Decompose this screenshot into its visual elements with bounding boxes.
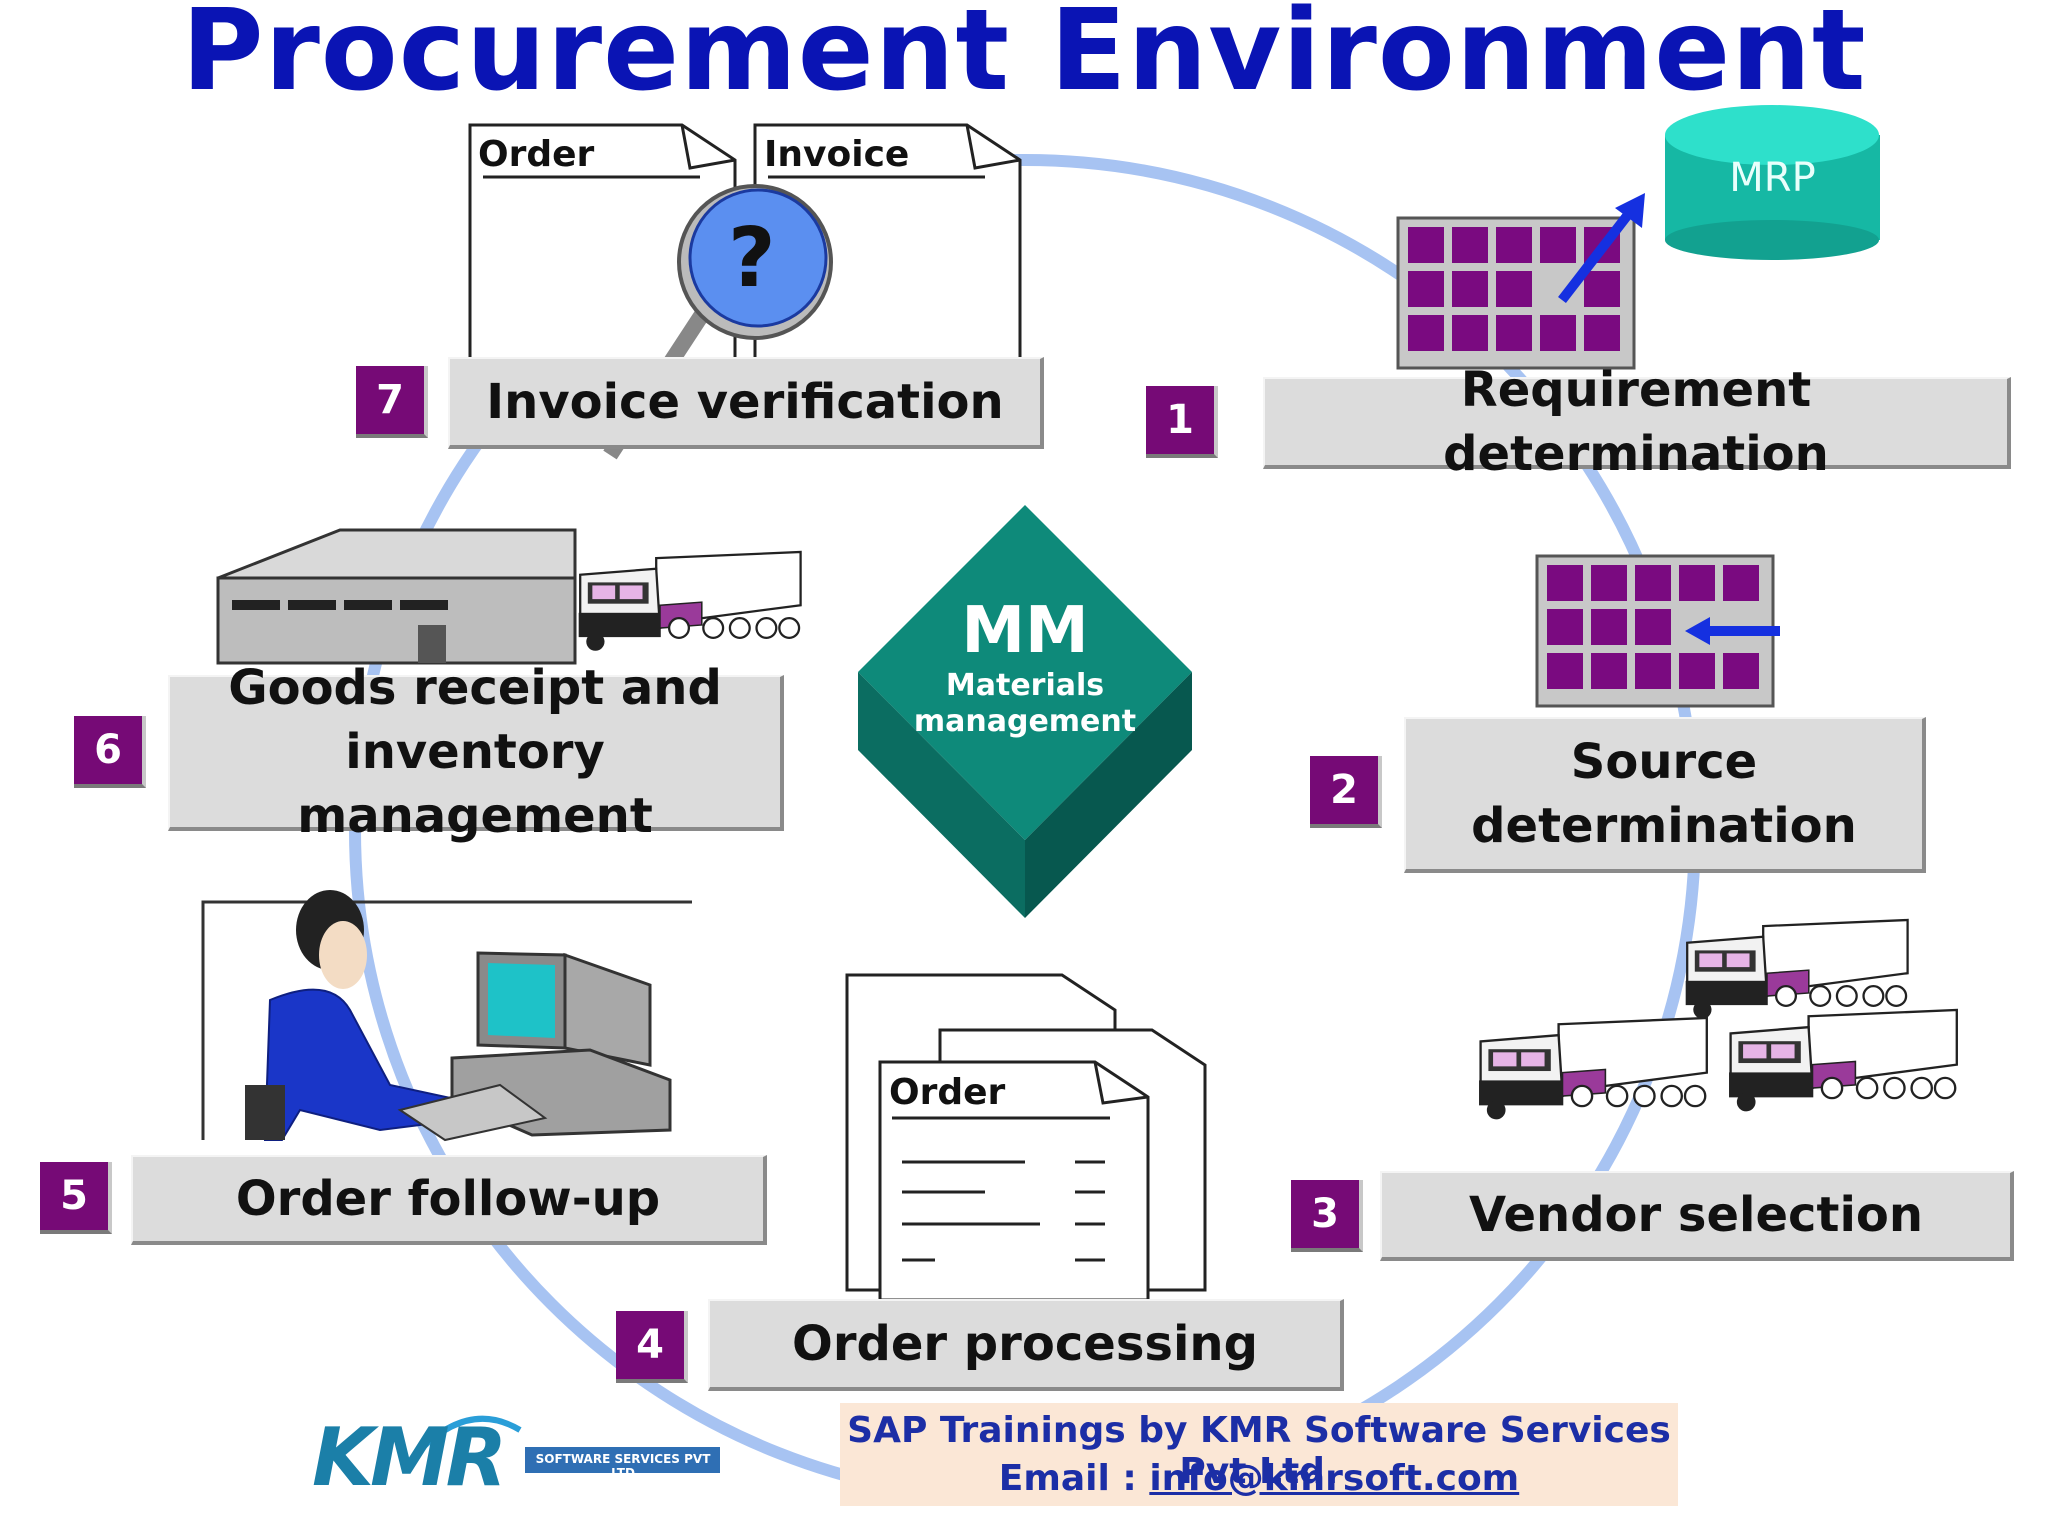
mm-abbreviation: MM <box>961 594 1089 668</box>
kmr-logo-subtext: SOFTWARE SERVICES PVT LTD <box>535 1452 711 1480</box>
mm-line2: management <box>913 704 1137 739</box>
source-grid-cells <box>1545 563 1761 691</box>
step-number-5: 5 <box>40 1162 112 1234</box>
step-box-order-processing: Order processing <box>708 1299 1344 1391</box>
warehouse-icon <box>216 528 577 665</box>
invoice-document-label: Invoice <box>764 134 910 175</box>
grid-cell <box>1406 225 1446 265</box>
grid-cell <box>1450 269 1490 309</box>
order-processing-documents-icon <box>845 973 1207 1302</box>
grid-cell <box>1545 563 1585 603</box>
grid-cell <box>1494 269 1534 309</box>
step-box-vendor-selection: Vendor selection <box>1380 1171 2014 1261</box>
truck-icon-vendor-2 <box>1479 1016 1708 1120</box>
grid-cell <box>1494 225 1534 265</box>
grid-cell <box>1450 225 1490 265</box>
truck-icon-vendor-3 <box>1729 1008 1958 1112</box>
step-label-2-line1: Source <box>1570 734 1758 790</box>
grid-cell <box>1633 563 1673 603</box>
magnifier-question-mark: ? <box>728 211 776 306</box>
step-label-4: Order processing <box>792 1316 1258 1372</box>
grid-cell <box>1589 563 1629 603</box>
grid-cell <box>1545 607 1585 647</box>
mm-line1: Materials <box>945 668 1105 703</box>
truck-icon-vendor-1 <box>1685 918 1909 1019</box>
page-title: Procurement Environment <box>181 0 1867 116</box>
grid-cell <box>1721 651 1761 691</box>
order-processing-document-label: Order <box>889 1072 1006 1113</box>
grid-cell <box>1582 313 1622 353</box>
grid-cell <box>1406 313 1446 353</box>
step-box-goods-receipt: Goods receipt and inventory management <box>168 660 784 844</box>
grid-cell <box>1582 269 1622 309</box>
step-label-2-line2: determination <box>1471 798 1857 854</box>
step-box-source-determination: Source determination <box>1404 717 1926 873</box>
step-label-3: Vendor selection <box>1468 1187 1924 1243</box>
grid-cell <box>1677 563 1717 603</box>
grid-cell <box>1406 269 1446 309</box>
kmr-logo-icon <box>417 1415 720 1473</box>
step-label-5: Order follow-up <box>235 1171 661 1227</box>
step-number-2: 2 <box>1310 756 1382 828</box>
step-number-6: 6 <box>74 716 146 788</box>
step-number-4: 4 <box>616 1311 688 1383</box>
grid-cell <box>1589 651 1629 691</box>
footer-email-link[interactable]: info@kmrsoft.com <box>1149 1458 1520 1499</box>
footer-line1: SAP Trainings by KMR Software Services P… <box>847 1410 1671 1492</box>
step-box-invoice-verification: Invoice verification <box>448 357 1044 449</box>
grid-cell <box>1633 607 1673 647</box>
step-number-3: 3 <box>1291 1180 1363 1252</box>
requirement-arrow-icon <box>1558 193 1645 304</box>
grid-cell <box>1545 651 1585 691</box>
person-at-computer-icon <box>201 890 692 1142</box>
grid-cell <box>1721 563 1761 603</box>
order-document-label: Order <box>478 134 595 175</box>
grid-cell <box>1450 313 1490 353</box>
source-arrow-icon <box>1685 617 1780 645</box>
step-label-6-line1: Goods receipt and <box>228 660 722 716</box>
grid-cell <box>1538 225 1578 265</box>
step-box-requirement-determination: Requirement determination <box>1263 362 2011 482</box>
grid-cell <box>1494 313 1534 353</box>
footer-email-line: Email : info@kmrsoft.com <box>840 1458 1678 1499</box>
grid-cell <box>1538 313 1578 353</box>
grid-cell <box>1589 607 1629 647</box>
grid-cell <box>1633 651 1673 691</box>
grid-cell <box>1677 651 1717 691</box>
footer-panel <box>840 1403 1678 1506</box>
step-label-7: Invoice verification <box>486 374 1004 430</box>
step-number-1: 1 <box>1146 386 1218 458</box>
truck-icon-receipt <box>578 550 802 651</box>
step-box-order-follow-up: Order follow-up <box>131 1155 767 1245</box>
kmr-logo-text: KMR <box>312 1411 507 1504</box>
mrp-database-icon <box>1665 105 1880 260</box>
mm-diamond <box>858 505 1192 918</box>
mrp-label: MRP <box>1729 155 1816 201</box>
step-label-6-line2: inventory management <box>297 724 653 844</box>
step-number-7: 7 <box>356 366 428 438</box>
requirement-grid-cells <box>1406 225 1622 353</box>
step-label-1: Requirement determination <box>1443 362 1829 482</box>
footer-email-prefix: Email : <box>998 1458 1150 1499</box>
